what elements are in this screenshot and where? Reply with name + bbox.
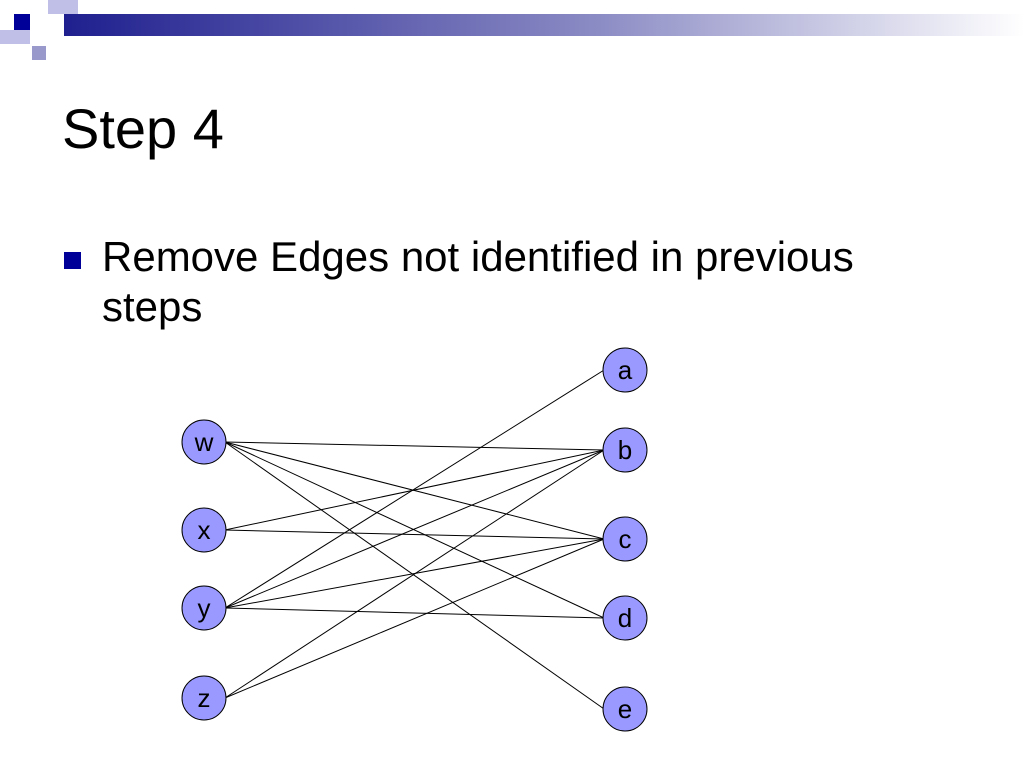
node-c: c: [602, 516, 648, 562]
node-circle-w: [181, 419, 227, 465]
edge-x-c: [224, 529, 605, 540]
header-square: [14, 14, 30, 30]
node-circle-z: [181, 675, 227, 721]
edge-z-b: [224, 449, 605, 699]
edge-y-d: [224, 607, 605, 619]
node-d: d: [602, 595, 648, 641]
node-b: b: [602, 427, 648, 473]
node-label-a: a: [618, 355, 633, 385]
node-circle-e: [602, 686, 648, 732]
node-circle-y: [181, 585, 227, 631]
header-square: [32, 46, 46, 60]
node-a: a: [602, 347, 648, 393]
node-label-w: w: [194, 427, 214, 457]
edge-x-b: [224, 449, 605, 531]
node-circle-c: [602, 516, 648, 562]
edge-y-b: [224, 449, 605, 609]
node-circle-d: [602, 595, 648, 641]
header-square: [32, 14, 48, 30]
node-w: w: [181, 419, 227, 465]
header-gradient-band: [64, 14, 1024, 36]
header-square: [48, 0, 64, 14]
header-square: [14, 30, 30, 44]
edges-layer: [224, 369, 605, 710]
node-circle-b: [602, 427, 648, 473]
edge-z-c: [224, 538, 605, 699]
header-square: [64, 0, 78, 14]
node-label-c: c: [619, 524, 632, 554]
edge-w-e: [224, 441, 605, 710]
header-decoration: [0, 0, 1024, 60]
nodes-layer: w x y z a b c d e: [181, 347, 648, 732]
square-bullet-icon: [64, 252, 81, 269]
bullet-text: Remove Edges not identified in previous …: [102, 233, 854, 330]
header-square: [32, 30, 48, 44]
edge-w-d: [224, 441, 605, 619]
node-z: z: [181, 675, 227, 721]
node-circle-x: [181, 507, 227, 553]
header-square: [48, 30, 64, 44]
node-e: e: [602, 686, 648, 732]
node-y: y: [181, 585, 227, 631]
node-label-e: e: [618, 694, 632, 724]
node-label-b: b: [618, 435, 632, 465]
node-x: x: [181, 507, 227, 553]
slide-title: Step 4: [62, 97, 224, 160]
node-label-y: y: [198, 593, 211, 623]
node-label-z: z: [198, 683, 211, 713]
edge-y-a: [224, 369, 605, 609]
edge-w-b: [224, 441, 605, 451]
node-label-d: d: [618, 603, 632, 633]
node-label-x: x: [198, 515, 211, 545]
node-circle-a: [602, 347, 648, 393]
header-square: [0, 30, 14, 44]
